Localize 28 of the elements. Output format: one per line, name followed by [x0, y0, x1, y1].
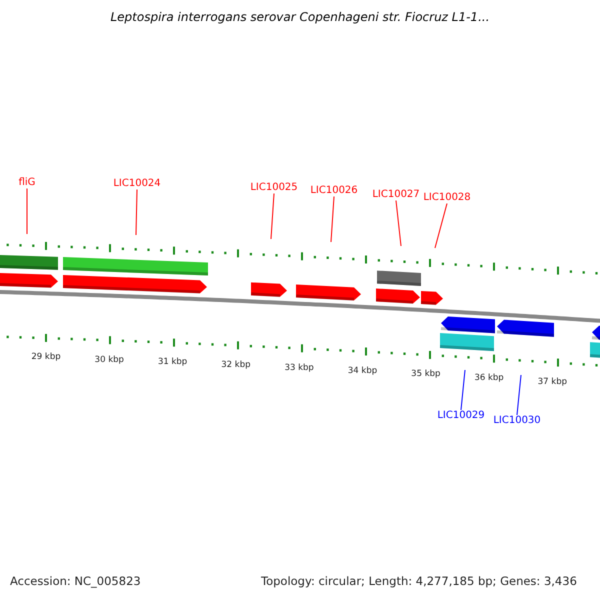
- scale-label: 35 kbp: [411, 370, 440, 380]
- gene-label: fliG: [18, 177, 36, 188]
- gene-label: LIC10029: [437, 410, 485, 422]
- accession-text: Accession: NC_005823: [10, 575, 141, 588]
- scale-label: 31 kbp: [158, 358, 188, 368]
- gene-label: LIC10025: [250, 182, 298, 194]
- scale-label: 33 kbp: [284, 364, 314, 374]
- scale-label: 30 kbp: [94, 356, 124, 366]
- scale-label: 29 kbp: [31, 353, 61, 364]
- scale-label: 37 kbp: [538, 378, 567, 388]
- gene-label: LIC10027: [372, 189, 420, 200]
- gene-label: LIC10030: [493, 415, 541, 426]
- leader-line: [330, 196, 334, 242]
- leader-line: [460, 370, 466, 410]
- leader-line: [396, 200, 402, 246]
- scale-label: 34 kbp: [348, 366, 378, 377]
- gene-label: LIC10028: [423, 192, 471, 204]
- genome-summary-text: Topology: circular; Length: 4,277,185 bp; Genes: 3,436: [261, 575, 577, 588]
- scale-label: 36 kbp: [474, 374, 504, 384]
- leader-line: [26, 188, 28, 234]
- leader-line: [270, 193, 274, 240]
- leader-line: [516, 374, 522, 416]
- leader-line: [434, 203, 448, 248]
- leader-line: [136, 189, 138, 236]
- title: Leptospira interrogans serovar Copenhageni str. Fiocruz L1-1...: [109, 11, 491, 25]
- gene-label: LIC10024: [113, 178, 161, 190]
- scale-label: 32 kbp: [221, 360, 250, 370]
- gene-label: LIC10026: [310, 185, 358, 196]
